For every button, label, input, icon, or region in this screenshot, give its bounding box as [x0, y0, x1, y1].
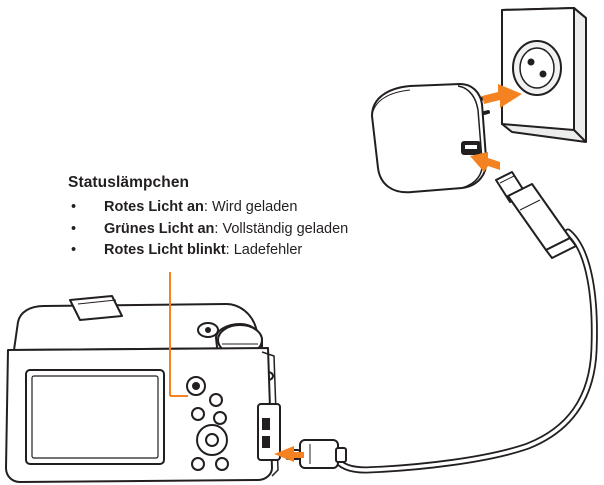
usb-cable-icon	[332, 228, 598, 474]
plug-arrow-icon	[274, 84, 522, 462]
legend-term: Grünes Licht an	[104, 220, 215, 237]
legend-term: Rotes Licht blinkt	[104, 242, 226, 258]
legend-separator: :	[214, 220, 223, 237]
status-lamp-callout	[169, 272, 188, 397]
bullet-icon: •	[71, 199, 77, 215]
legend-list: • Rotes Licht an: Wird geladen • Grünes …	[68, 197, 348, 262]
legend-title: Statuslämpchen	[68, 174, 190, 191]
wall-outlet-icon	[501, 7, 587, 143]
legend-item-green-on: • Grünes Licht an: Vollständig geladen	[68, 219, 348, 241]
status-lamp-legend: Statuslämpchen • Rotes Licht an: Wird ge…	[68, 174, 348, 262]
legend-desc: Vollständig geladen	[222, 220, 349, 237]
ac-adapter-icon	[371, 83, 490, 194]
legend-item-red-on: • Rotes Licht an: Wird geladen	[68, 197, 348, 219]
usb-a-plug-icon	[495, 171, 577, 259]
camera-icon	[5, 295, 281, 483]
legend-item-red-blink: • Rotes Licht blinkt: Ladefehler	[68, 240, 348, 262]
legend-desc: Ladefehler	[233, 242, 303, 258]
bullet-icon: •	[71, 220, 77, 237]
legend-term: Rotes Licht an	[104, 199, 204, 215]
legend-separator: :	[225, 242, 234, 258]
bullet-icon: •	[71, 242, 77, 258]
legend-separator: :	[203, 199, 212, 215]
legend-desc: Wird geladen	[211, 199, 298, 215]
